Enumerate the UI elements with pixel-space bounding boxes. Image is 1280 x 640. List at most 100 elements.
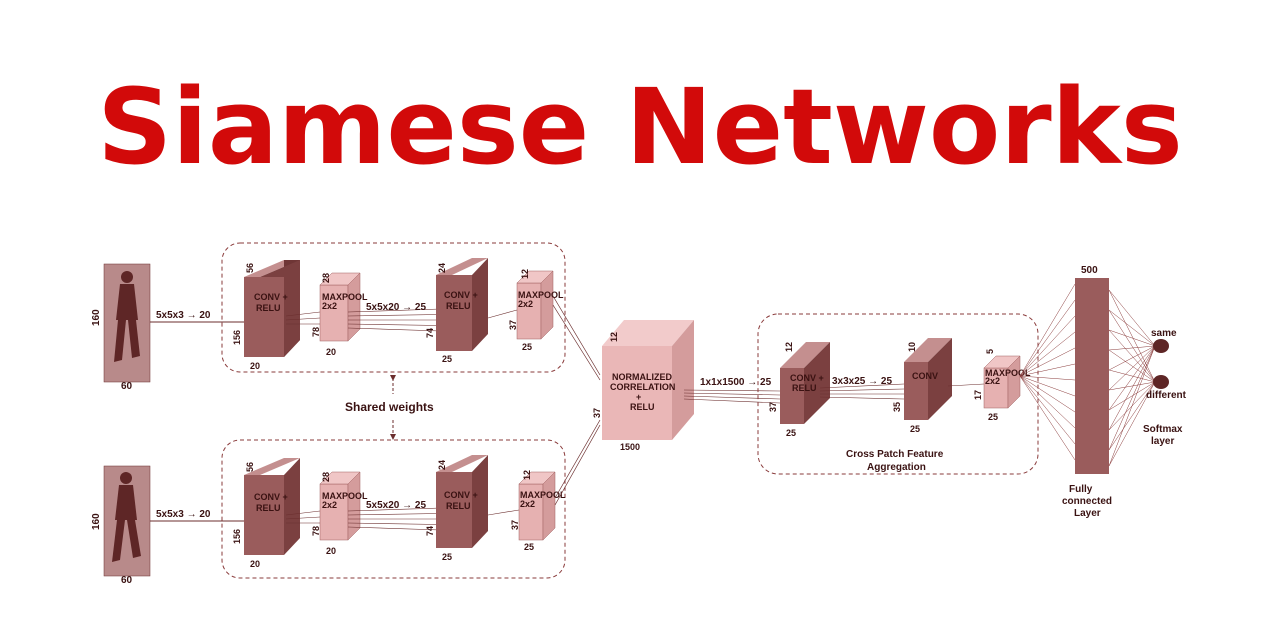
top-conv2-block — [436, 258, 488, 351]
bottom-conv1-depth: 56 — [245, 462, 255, 472]
top-conv1-label-1: CONV + — [254, 292, 288, 302]
softmax-label-1: Softmax — [1143, 424, 1183, 435]
agg-conv1-block — [780, 342, 830, 424]
fc-to-softmax-fan — [1108, 289, 1156, 467]
correlation-label-4: RELU — [630, 402, 655, 412]
top-pool1-block — [319, 272, 361, 342]
bottom-conv2-block — [436, 455, 488, 548]
correlation-width: 1500 — [620, 442, 640, 452]
bottom-pool1-depth: 28 — [321, 472, 331, 482]
correlation-label-1: NORMALIZED — [612, 372, 672, 382]
top-branch-box — [221, 242, 566, 373]
agg-conv2-label: CONV — [912, 371, 938, 381]
agg-pool-label-2: 2x2 — [985, 376, 1000, 386]
softmax-node-same — [1153, 339, 1169, 353]
bottom-pool2-label-1: MAXPOOL — [520, 490, 566, 500]
agg-conv1-height: 37 — [768, 402, 778, 412]
top-pool2-label-2: 2x2 — [518, 299, 533, 309]
correlation-depth: 12 — [609, 332, 619, 342]
agg-pool-connector — [947, 383, 985, 387]
input-image-bottom — [103, 465, 151, 577]
agg-conv2-depth: 10 — [907, 342, 917, 352]
bottom-branch-box — [221, 439, 566, 579]
top-pool2-block — [516, 270, 554, 340]
agg-pool-width: 25 — [988, 412, 998, 422]
top-conv1-height: 156 — [232, 330, 242, 345]
correlation-height: 37 — [592, 408, 602, 418]
bottom-conv1-label-1: CONV + — [254, 492, 288, 502]
bottom-pool2-width: 25 — [524, 542, 534, 552]
top-conv2-label-1: CONV + — [444, 290, 478, 300]
agg-pool-label-1: MAXPOOL — [985, 368, 1031, 378]
top-conv2-depth: 24 — [437, 263, 447, 273]
fc-size: 500 — [1081, 265, 1098, 276]
fc-label-1: Fully — [1069, 484, 1093, 495]
top-conv2-label-2: RELU — [446, 301, 471, 311]
bottom-conv2-depth: 24 — [437, 460, 447, 470]
agg-connections — [819, 383, 905, 400]
aggregation-title-1: Cross Patch Feature — [846, 449, 944, 460]
shared-weights-label: Shared weights — [345, 400, 434, 414]
bottom-pool2-depth: 12 — [522, 470, 532, 480]
top-pool1-label-1: MAXPOOL — [322, 292, 368, 302]
input-bottom-kernel: 5x5x3 → 20 — [156, 509, 211, 520]
agg-pool-height: 17 — [973, 390, 983, 400]
bottom-pool1-height: 78 — [311, 526, 321, 536]
bottom-conv1-block — [244, 458, 300, 555]
top-conv2-height: 74 — [425, 328, 435, 338]
fc-layer-bar — [1075, 278, 1109, 474]
branch-to-correlation-lines — [552, 295, 601, 506]
bottom-conv2-label-2: RELU — [446, 501, 471, 511]
agg-pool-depth: 5 — [985, 349, 995, 354]
top-pool2-height: 37 — [508, 320, 518, 330]
agg-conv1-width: 25 — [786, 428, 796, 438]
bottom-pool2-label-2: 2x2 — [520, 499, 535, 509]
fc-label-3: Layer — [1074, 508, 1101, 519]
bottom-conv1-height: 156 — [232, 529, 242, 544]
bottom-conv2-width: 25 — [442, 552, 452, 562]
top-conv1-width: 20 — [250, 361, 260, 371]
bottom-pool1-width: 20 — [326, 546, 336, 556]
bottom-conv2-label-1: CONV + — [444, 490, 478, 500]
top-conv1-block — [244, 260, 300, 357]
bottom-pool2-block — [518, 471, 556, 541]
aggregation-box — [757, 313, 1039, 475]
top-connector-pool2 — [487, 309, 518, 319]
bottom-pool1-label-1: MAXPOOL — [322, 491, 368, 501]
pool-to-fc-fan — [1019, 283, 1076, 461]
bottom-connector-pool2 — [487, 509, 520, 516]
agg-conv2-width: 25 — [910, 424, 920, 434]
input-top-kernel: 5x5x3 → 20 — [156, 310, 211, 321]
top-pool1-label-2: 2x2 — [322, 301, 337, 311]
top-pool1-width: 20 — [326, 347, 336, 357]
correlation-block — [602, 320, 694, 440]
agg-conv1-depth: 12 — [784, 342, 794, 352]
top-conv2-width: 25 — [442, 354, 452, 364]
aggregation-title-2: Aggregation — [867, 462, 926, 473]
correlation-label-3: + — [636, 392, 641, 402]
input-top-height: 160 — [91, 309, 102, 326]
input-bottom-width: 60 — [121, 575, 133, 586]
agg-conv2-height: 35 — [892, 402, 902, 412]
agg-conv1-label-1: CONV + — [790, 373, 824, 383]
agg-kernel-label: 3x3x25 → 25 — [832, 376, 892, 387]
kernel3-label: 1x1x1500 → 25 — [700, 377, 772, 388]
top-conv1-depth: 56 — [245, 263, 255, 273]
bottom-conv1-label-2: RELU — [256, 503, 281, 513]
correlation-label-2: CORRELATION — [610, 382, 675, 392]
top-conv1-label-2: RELU — [256, 303, 281, 313]
input-bottom-height: 160 — [91, 513, 102, 530]
softmax-node-different — [1153, 375, 1169, 389]
fc-label-2: connected — [1062, 496, 1112, 507]
top-pool2-depth: 12 — [520, 269, 530, 279]
bottom-pool1-label-2: 2x2 — [322, 500, 337, 510]
page-title: Siamese Networks — [97, 66, 1183, 188]
agg-pool-block — [983, 355, 1021, 409]
bottom-conv1-width: 20 — [250, 559, 260, 569]
agg-conv2-block — [904, 338, 952, 420]
agg-conv1-label-2: RELU — [792, 383, 817, 393]
input-image-top — [103, 263, 151, 383]
bottom-pool2-height: 37 — [510, 520, 520, 530]
